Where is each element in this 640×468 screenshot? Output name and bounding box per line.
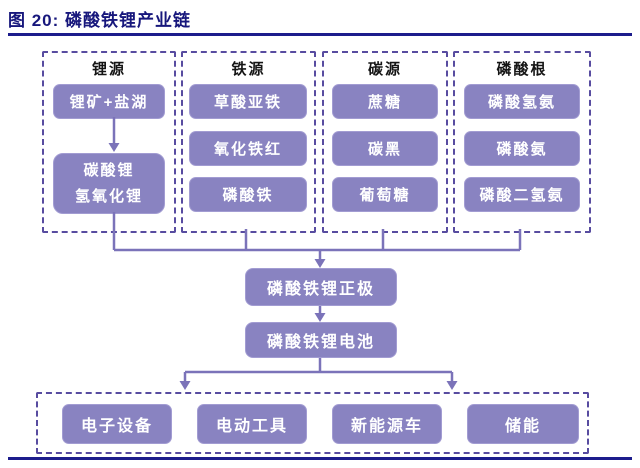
node-ammonium-phosphate: 磷酸氨 xyxy=(464,131,580,166)
node-lithium-carbonate-hydroxide: 碳酸锂 氢氧化锂 xyxy=(53,153,165,214)
node-monoammonium-phosphate: 磷酸二氢氨 xyxy=(464,177,580,212)
node-line-lithium-carbonate: 碳酸锂 xyxy=(83,161,135,179)
node-power-tools: 电动工具 xyxy=(197,404,307,444)
arrowhead-applications-right xyxy=(446,381,458,390)
group-phosphate-source-header: 磷酸根 xyxy=(496,61,548,78)
node-lfp-cathode: 磷酸铁锂正极 xyxy=(245,268,397,306)
node-ferrous-oxalate: 草酸亚铁 xyxy=(189,84,307,119)
arrowhead-applications-left xyxy=(179,381,191,390)
node-line-lithium-hydroxide: 氢氧化锂 xyxy=(74,187,143,205)
node-electronic-devices: 电子设备 xyxy=(62,404,172,444)
group-iron-source-header: 铁源 xyxy=(231,61,266,78)
node-new-energy-vehicles: 新能源车 xyxy=(332,404,442,444)
node-ammonium-hydrogen-phosphate: 磷酸氢氨 xyxy=(464,84,580,119)
group-lithium-source-header: 锂源 xyxy=(91,61,126,78)
node-iron-oxide-red: 氧化铁红 xyxy=(189,131,307,166)
node-carbon-black: 碳黑 xyxy=(332,131,438,166)
node-sucrose: 蔗糖 xyxy=(332,84,438,119)
arrowhead-battery xyxy=(314,313,326,322)
node-lithium-ore-salt-lake: 锂矿+盐湖 xyxy=(53,84,165,119)
group-applications: 电子设备 电动工具 新能源车 储能 xyxy=(36,392,589,454)
node-energy-storage: 储能 xyxy=(467,404,579,444)
node-iron-phosphate: 磷酸铁 xyxy=(189,177,307,212)
figure-title: 图 20: 磷酸铁锂产业链 xyxy=(8,11,192,30)
wire-battery-to-applications xyxy=(183,358,454,381)
group-carbon-source-header: 碳源 xyxy=(367,61,402,78)
node-lfp-battery: 磷酸铁锂电池 xyxy=(245,322,397,358)
arrowhead-cathode xyxy=(314,259,326,268)
node-glucose: 葡萄糖 xyxy=(332,177,438,212)
group-carbon-source: 碳源 蔗糖 碳黑 葡萄糖 xyxy=(322,51,448,233)
bottom-divider-rule xyxy=(8,457,632,460)
group-phosphate-source: 磷酸根 磷酸氢氨 磷酸氨 磷酸二氢氨 xyxy=(453,51,591,233)
group-iron-source: 铁源 草酸亚铁 氧化铁红 磷酸铁 xyxy=(181,51,316,233)
top-divider-rule xyxy=(8,33,632,36)
group-lithium-source: 锂源 锂矿+盐湖 碳酸锂 氢氧化锂 xyxy=(42,51,176,233)
